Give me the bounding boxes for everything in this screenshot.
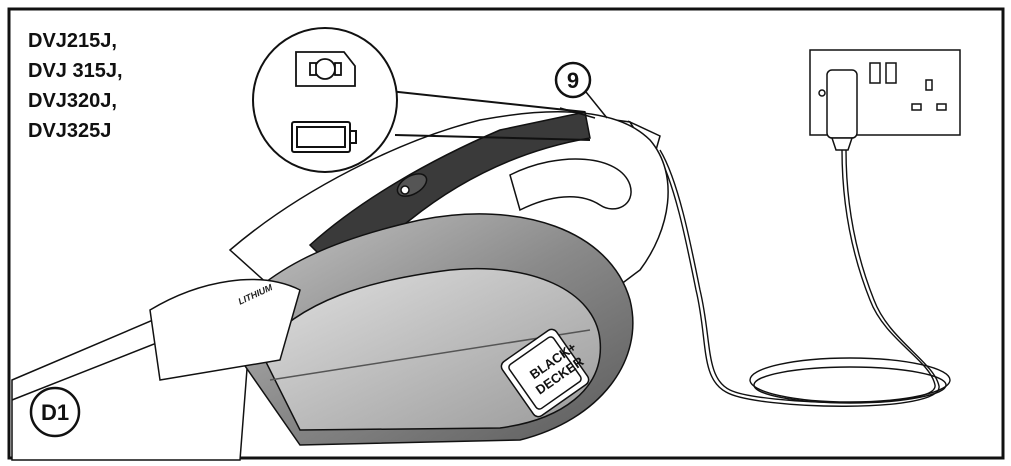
- pointer-arrow: [559, 107, 596, 119]
- charging-socket-icon: [295, 51, 356, 87]
- callout-9-label: 9: [567, 68, 579, 93]
- model-item: DVJ320J,: [28, 90, 117, 112]
- model-item: DVJ325J: [28, 120, 112, 142]
- battery-icon: [291, 121, 357, 153]
- callout-d1-label: D1: [41, 400, 69, 425]
- brand-badge: [500, 328, 590, 418]
- model-item: DVJ 315J,: [28, 60, 123, 82]
- connector-magnifier: [252, 27, 591, 173]
- callout-9: [554, 61, 608, 119]
- model-item: DVJ215J,: [28, 30, 117, 52]
- charger-adapter: [818, 69, 858, 151]
- charger-cable: [655, 149, 951, 407]
- model-list: DVJ215J, DVJ 315J, DVJ320J, DVJ325J: [28, 26, 123, 146]
- callout-d1: [29, 386, 81, 438]
